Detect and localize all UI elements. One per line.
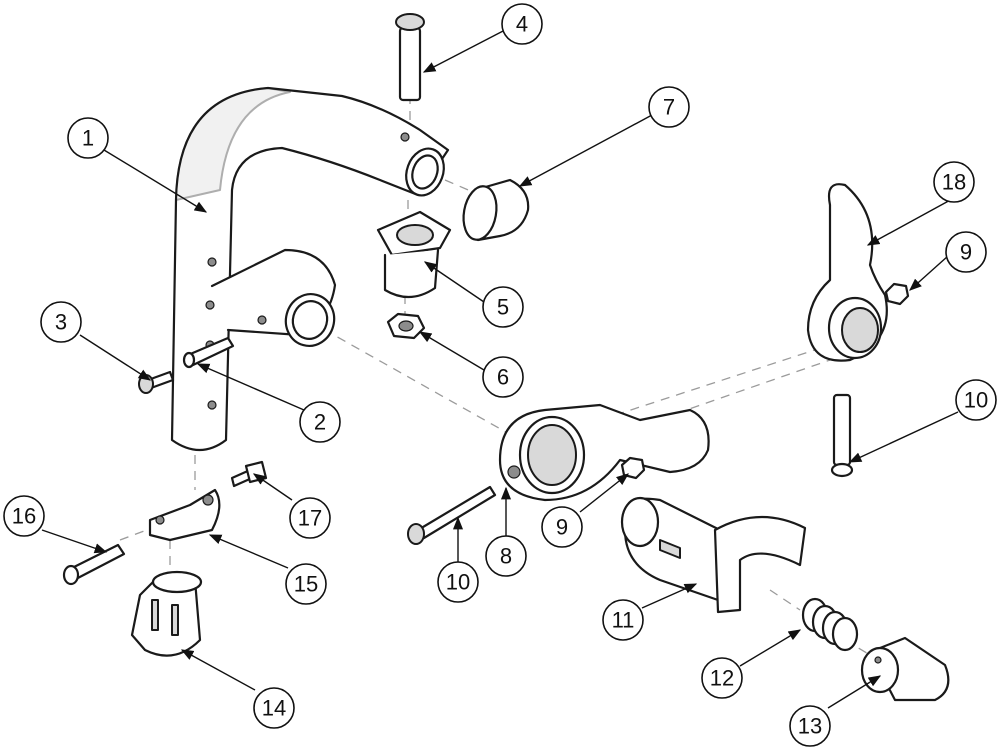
part-9-nut-right	[884, 282, 910, 306]
callout-18-label: 18	[942, 170, 966, 195]
callout-7: 7	[648, 86, 690, 128]
callout-3: 3	[40, 301, 82, 343]
part-8-clamp	[498, 403, 710, 502]
callout-2-label: 2	[314, 410, 326, 435]
callout-11: 11	[602, 599, 644, 641]
part-17-screw	[230, 460, 268, 488]
callout-17: 17	[289, 497, 331, 539]
part-12-spring	[801, 597, 859, 652]
part-18-hook-clamp	[806, 183, 888, 362]
part-4-bolt	[395, 13, 425, 102]
callout-9-right-label: 9	[960, 240, 972, 265]
part-15-bracket	[148, 488, 221, 542]
callout-leaders	[41, 29, 959, 709]
callout-10-center-label: 10	[446, 570, 470, 595]
callout-10-right: 10	[955, 379, 997, 421]
callout-9-right: 9	[945, 231, 987, 273]
part-6-nut	[386, 312, 426, 340]
callout-17-label: 17	[298, 506, 322, 531]
callout-1-label: 1	[82, 126, 94, 151]
callout-14-label: 14	[262, 696, 286, 721]
callout-6: 6	[482, 356, 524, 398]
callout-1: 1	[67, 117, 109, 159]
callout-18: 18	[933, 161, 975, 203]
part-14-sleeve	[130, 570, 203, 657]
callout-11-label: 11	[612, 608, 635, 633]
callout-15-label: 15	[294, 572, 318, 597]
callout-8: 8	[485, 535, 527, 577]
callout-9-center: 9	[541, 506, 583, 548]
callout-16-label: 16	[12, 504, 36, 529]
part-7-end-cap	[462, 178, 530, 242]
part-9-nut-center	[620, 456, 646, 480]
callout-13-label: 13	[798, 714, 822, 739]
part-10-bolt-center	[407, 485, 497, 545]
callout-2: 2	[299, 401, 341, 443]
part-16-pin	[62, 543, 126, 586]
part-5-cup-fitting	[376, 210, 452, 299]
callout-4-label: 4	[516, 12, 528, 37]
part-3-screw	[138, 370, 175, 394]
part-13-plunger	[860, 636, 950, 702]
callout-8-label: 8	[500, 544, 512, 569]
callout-5-label: 5	[497, 295, 509, 320]
callout-3-label: 3	[55, 310, 67, 335]
callout-12-label: 12	[710, 666, 734, 691]
callout-13: 13	[789, 705, 831, 747]
callout-12: 12	[701, 657, 743, 699]
callout-4: 4	[501, 3, 543, 45]
callout-16: 16	[3, 495, 45, 537]
callout-7-label: 7	[663, 95, 675, 120]
part-10-bolt-right	[830, 393, 854, 478]
callout-14: 14	[253, 687, 295, 729]
callout-9-center-label: 9	[556, 515, 568, 540]
callout-10-center: 10	[437, 561, 479, 603]
callout-6-label: 6	[497, 365, 509, 390]
part-11-receiver	[620, 496, 807, 614]
callout-5: 5	[482, 286, 524, 328]
callout-10-right-label: 10	[964, 388, 988, 413]
part-2-pin	[182, 336, 235, 369]
part-1-main-tube	[170, 86, 450, 452]
callout-15: 15	[285, 563, 327, 605]
